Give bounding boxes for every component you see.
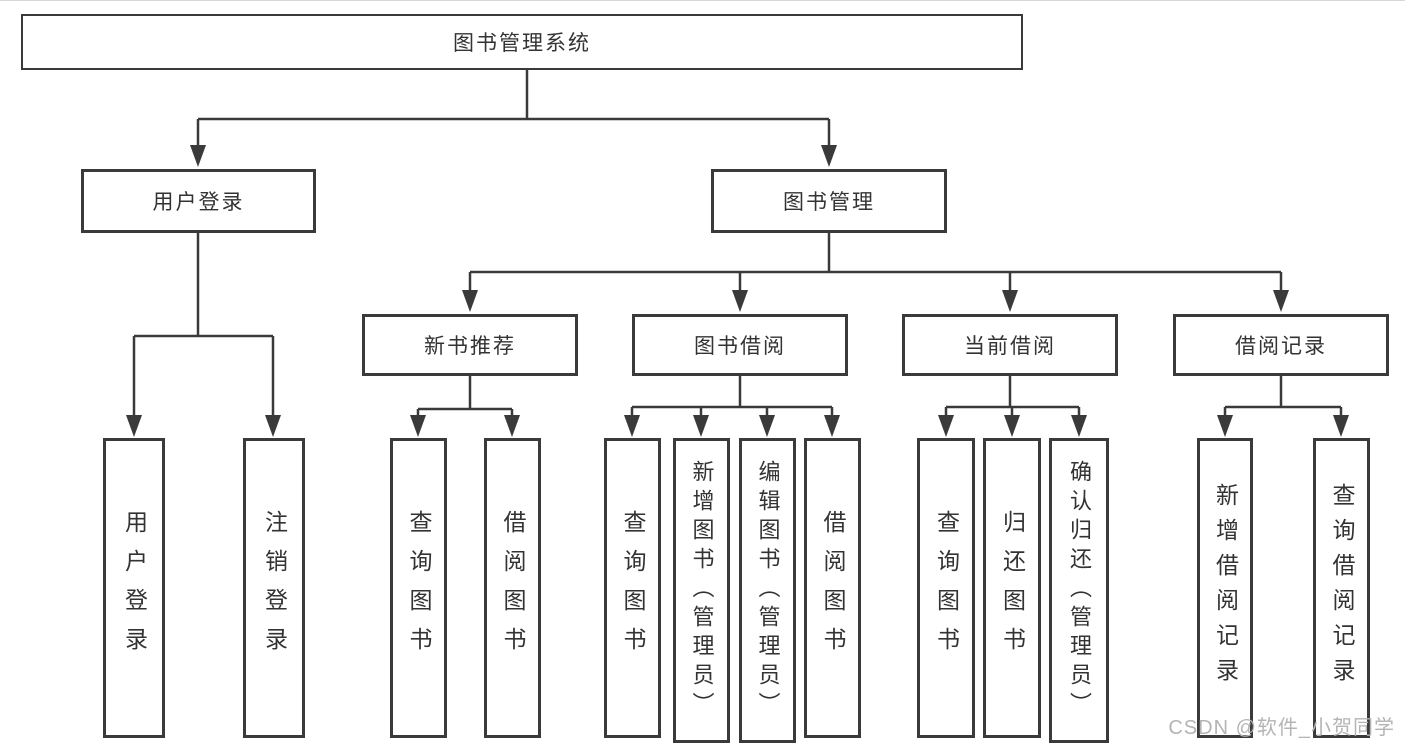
leaf-add-borrow-record: 新增借阅记录 <box>1197 438 1253 738</box>
leaf-borrow-books: 借阅图书 <box>804 438 861 738</box>
node-label: 确认归还（管理员） <box>1067 460 1092 721</box>
node-label: 查询图书 <box>933 510 960 666</box>
node-label: 注销登录 <box>261 510 288 666</box>
node-label: 归还图书 <box>999 510 1026 666</box>
leaf-query-books-borrow: 查询图书 <box>604 438 661 738</box>
node-label: 图书管理 <box>783 191 875 214</box>
node-label: 新增借阅记录 <box>1212 483 1239 693</box>
node-label: 借阅图书 <box>500 510 526 666</box>
leaf-return-book: 归还图书 <box>983 438 1041 738</box>
node-label: 用户登录 <box>152 191 245 214</box>
node-label: 新书推荐 <box>424 335 516 358</box>
node-library-management-system: 图书管理系统 <box>21 14 1023 70</box>
leaf-logout: 注销登录 <box>243 438 305 738</box>
leaf-borrow-books-recommend: 借阅图书 <box>484 438 541 738</box>
node-user-login: 用户登录 <box>81 169 316 233</box>
leaf-query-borrow-record: 查询借阅记录 <box>1313 438 1370 738</box>
node-label: 新增图书（管理员） <box>689 460 715 721</box>
leaf-confirm-return-admin: 确认归还（管理员） <box>1049 438 1109 743</box>
leaf-add-book-admin: 新增图书（管理员） <box>673 438 730 743</box>
leaf-query-books-current: 查询图书 <box>917 438 975 738</box>
leaf-query-books-recommend: 查询图书 <box>390 438 447 738</box>
arrowheads <box>126 145 1349 437</box>
csdn-watermark: CSDN @软件_小贺同学 <box>1168 717 1395 739</box>
node-current-borrow: 当前借阅 <box>902 314 1118 376</box>
node-label: 用户登录 <box>121 510 148 666</box>
node-label: 当前借阅 <box>964 335 1056 358</box>
node-label: 图书管理系统 <box>453 32 591 55</box>
node-book-borrow: 图书借阅 <box>632 314 848 376</box>
leaf-user-login: 用户登录 <box>103 438 165 738</box>
node-label: 借阅记录 <box>1235 335 1327 358</box>
node-label: 查询图书 <box>620 510 646 666</box>
leaf-edit-book-admin: 编辑图书（管理员） <box>739 438 796 743</box>
node-label: 查询借阅记录 <box>1329 483 1355 693</box>
node-book-management: 图书管理 <box>711 169 947 233</box>
node-label: 查询图书 <box>406 510 432 666</box>
node-label: 图书借阅 <box>694 335 786 358</box>
node-label: 编辑图书（管理员） <box>755 460 781 721</box>
node-label: 借阅图书 <box>820 510 846 666</box>
node-borrow-records: 借阅记录 <box>1173 314 1389 376</box>
node-new-book-recommend: 新书推荐 <box>362 314 578 376</box>
